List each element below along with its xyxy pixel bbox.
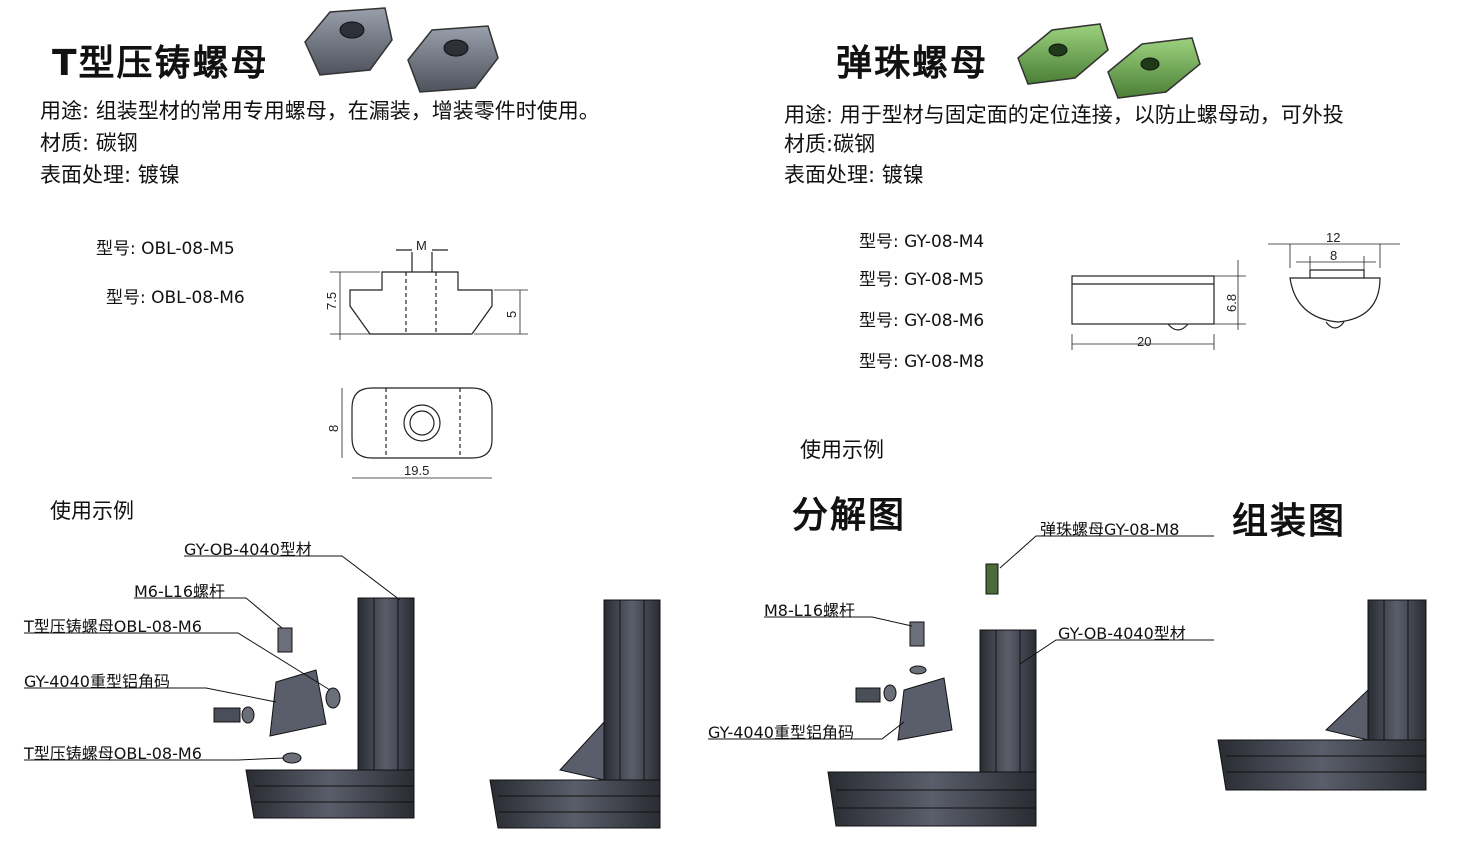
ball-nut-dim-inner: 8 — [1330, 248, 1337, 263]
callout-ball-nut: 弹珠螺母GY-08-M8 — [1040, 520, 1180, 539]
tnut-example-title: 使用示例 — [50, 499, 134, 523]
ball-nut-model-m6: 型号: GY-08-M6 — [859, 311, 985, 331]
tnut-front-drawing — [330, 249, 528, 340]
ball-nut-dim-len: 20 — [1137, 334, 1151, 349]
callout-profile-right: GY-OB-4040型材 — [1058, 624, 1186, 643]
right-exploded-assembly — [827, 563, 1037, 827]
left-exploded-assembly — [213, 597, 415, 819]
ball-nut-usage: 用途: 用于型材与固定面的定位连接，以防止螺母动，可外投 — [784, 103, 1344, 127]
left-leader-lines — [24, 555, 401, 761]
ball-nut-model-m5: 型号: GY-08-M5 — [859, 270, 985, 290]
ball-nut-surface: 表面处理: 镀镍 — [784, 163, 924, 187]
tnut-model-m5: 型号: OBL-08-M5 — [96, 239, 235, 259]
exploded-view-title: 分解图 — [792, 495, 907, 536]
callout-screw-left: M6-L16螺杆 — [134, 582, 226, 601]
tnut-usage: 用途: 组装型材的常用专用螺母，在漏装，增装零件时使用。 — [40, 99, 600, 123]
ball-nut-example-title: 使用示例 — [800, 438, 884, 462]
assembled-view-title: 组装图 — [1232, 501, 1347, 542]
ball-nut-end-drawing — [1268, 243, 1400, 329]
left-assembled-assembly — [489, 599, 661, 829]
tnut-dim-m: M — [416, 238, 427, 253]
ball-nut-title: 弹珠螺母 — [836, 43, 989, 84]
tnut-surface: 表面处理: 镀镍 — [40, 163, 180, 187]
tnut-model-m6: 型号: OBL-08-M6 — [106, 288, 245, 308]
callout-profile-left: GY-OB-4040型材 — [184, 540, 312, 559]
tnut-dim-w: 8 — [326, 425, 341, 432]
ball-nut-dim-top: 12 — [1326, 230, 1340, 245]
tnut-3d-icon — [304, 7, 499, 93]
ball-nut-model-m8: 型号: GY-08-M8 — [859, 352, 985, 372]
tnut-material: 材质: 碳钢 — [40, 131, 138, 155]
callout-nut-left-1: T型压铸螺母OBL-08-M6 — [24, 617, 202, 636]
right-leader-lines — [708, 535, 1214, 740]
tnut-top-drawing — [341, 387, 493, 479]
right-assembled-assembly — [1217, 599, 1427, 791]
ball-nut-model-m4: 型号: GY-08-M4 — [859, 232, 985, 252]
ball-nut-dim-h: 6.8 — [1224, 294, 1239, 312]
callout-nut-left-2: T型压铸螺母OBL-08-M6 — [24, 744, 202, 763]
ball-nut-side-drawing — [1071, 260, 1246, 350]
tnut-dim-h2: 5 — [504, 311, 519, 318]
tnut-dim-len: 19.5 — [404, 463, 429, 478]
ball-nut-material: 材质:碳钢 — [784, 132, 876, 156]
callout-bracket-left: GY-4040重型铝角码 — [24, 672, 170, 691]
ball-nut-3d-icon — [1017, 23, 1201, 99]
tnut-title: T型压铸螺母 — [52, 43, 269, 84]
tnut-dim-h1: 7.5 — [324, 292, 339, 310]
callout-bracket-right: GY-4040重型铝角码 — [708, 723, 854, 742]
callout-screw-right: M8-L16螺杆 — [764, 601, 856, 620]
